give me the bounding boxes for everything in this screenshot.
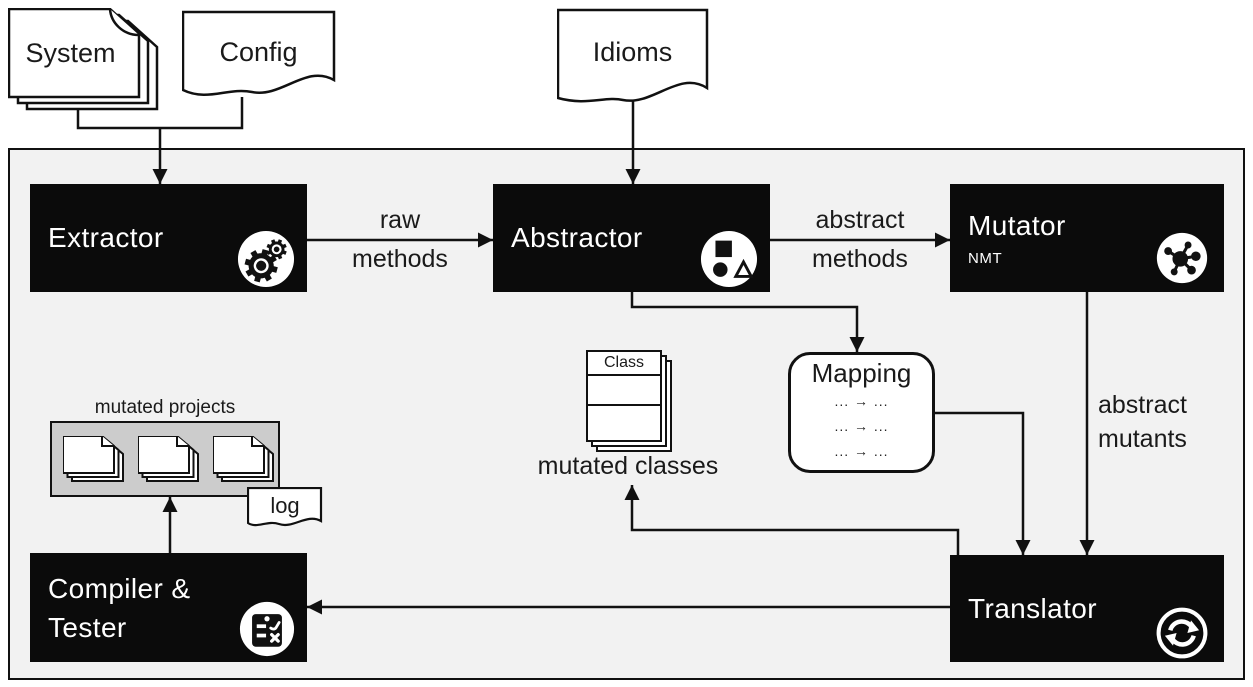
compiler-tester-node: Compiler & Tester	[30, 553, 307, 662]
gears-icon	[237, 230, 295, 288]
abstract-mutants-label-line2: mutants	[1098, 425, 1187, 453]
config-document	[182, 10, 336, 96]
raw-methods-label-line1: raw	[379, 206, 421, 234]
log-document-label: log	[270, 493, 300, 518]
project-document-stack	[213, 436, 274, 482]
class-card-header: Class	[588, 352, 660, 376]
shapes-icon	[700, 230, 758, 288]
mutated-projects-label: mutated projects	[94, 397, 236, 418]
mapping-row: ... → ...	[834, 393, 889, 409]
mutated-projects-box	[50, 421, 280, 497]
translator-node: Translator	[950, 555, 1224, 662]
compiler-tester-label-line2: Tester	[48, 611, 127, 643]
log-document	[247, 487, 323, 527]
extractor-label: Extractor	[48, 222, 164, 253]
mapping-label: Mapping	[811, 358, 912, 388]
abstract-mutants-label-line1: abstract	[1098, 391, 1187, 419]
config-document-label: Config	[219, 37, 298, 67]
system-document-label: System	[25, 37, 116, 68]
class-card-compartment	[588, 376, 660, 406]
abstract-methods-label-line1: abstract	[815, 206, 905, 234]
raw-methods-label-line2: methods	[352, 245, 448, 273]
compiler-tester-label-line1: Compiler &	[48, 572, 191, 604]
idioms-document	[557, 8, 709, 103]
abstractor-label: Abstractor	[511, 222, 643, 253]
extractor-node: Extractor	[30, 184, 307, 292]
mutated-classes-label: mutated classes	[537, 452, 719, 480]
mutator-node: Mutator NMT	[950, 184, 1224, 292]
system-document-stack	[8, 8, 159, 111]
mapping-node: Mapping ... → ... ... → ... ... → ...	[788, 352, 935, 473]
mutator-sublabel: NMT	[968, 249, 1003, 267]
abstractor-node: Abstractor	[493, 184, 770, 292]
project-document-stack	[63, 436, 124, 482]
checklist-icon	[239, 601, 295, 657]
project-document-stack	[138, 436, 199, 482]
mutated-classes-stack: Class	[586, 350, 676, 454]
sync-icon	[1156, 607, 1208, 659]
mapping-row: ... → ...	[834, 418, 889, 434]
mapping-row: ... → ...	[834, 443, 889, 459]
translator-label: Translator	[968, 592, 1098, 624]
class-card: Class	[586, 350, 662, 442]
virus-icon	[1156, 232, 1208, 284]
abstract-mutants-label: abstract mutants	[1098, 388, 1248, 456]
idioms-document-label: Idioms	[592, 36, 673, 67]
abstract-methods-label-line2: methods	[812, 245, 908, 273]
mutator-label: Mutator	[968, 209, 1066, 241]
